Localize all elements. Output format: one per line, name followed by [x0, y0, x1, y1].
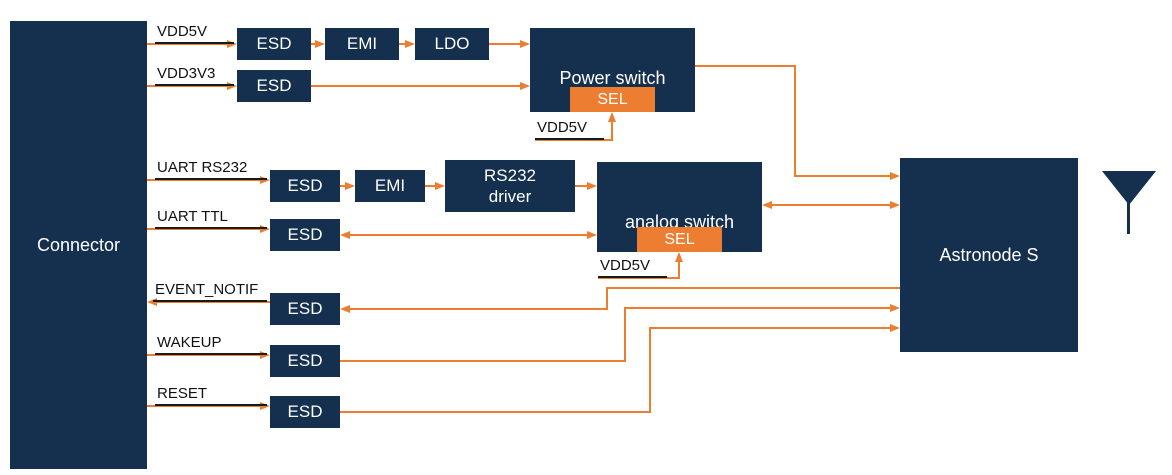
- connector-block: Connector: [10, 21, 147, 469]
- astronode-block: Astronode S: [900, 158, 1078, 352]
- connector-label: Connector: [36, 234, 121, 255]
- signal-label-wakeup: WAKEUP: [155, 334, 267, 355]
- analog-switch-block: analog switch SEL: [597, 162, 762, 252]
- esd-label: ESD: [287, 176, 323, 195]
- esd-block-reset: ESD: [270, 396, 340, 428]
- esd-block-uart-ttl: ESD: [270, 219, 340, 251]
- wire-esd-to-astronode-wakeup: [340, 304, 900, 362]
- esd-block-vdd3v3: ESD: [237, 70, 311, 102]
- sel-label: SEL: [597, 90, 628, 108]
- esd-label: ESD: [287, 402, 323, 421]
- signal-label-uart-ttl: UART TTL: [155, 208, 267, 229]
- ldo-label: LDO: [434, 34, 470, 53]
- analog-switch-label: analog switch: [624, 211, 735, 232]
- esd-label: ESD: [256, 76, 292, 95]
- signal-label-event-notif: EVENT_NOTIF: [153, 281, 267, 302]
- emi-label: EMI: [374, 176, 406, 195]
- esd-block-uart-rs232: ESD: [270, 170, 340, 202]
- rs232-driver-label-line1: RS232: [484, 165, 536, 185]
- esd-block-event-notif: ESD: [270, 293, 340, 325]
- signal-label-reset: RESET: [155, 385, 267, 406]
- emi-block-uart: EMI: [355, 170, 425, 202]
- wire-esd-to-astronode-reset: [340, 324, 900, 413]
- signal-label-vdd5v-analog-sel: VDD5V: [598, 257, 667, 278]
- wire-astronode-to-esd-event-notif: [340, 287, 900, 313]
- esd-label: ESD: [287, 351, 323, 370]
- signal-label-uart-rs232: UART RS232: [155, 159, 267, 180]
- ldo-block: LDO: [415, 28, 489, 60]
- signal-label-vdd5v-power-sel: VDD5V: [535, 119, 604, 140]
- emi-block-vdd5v: EMI: [325, 28, 399, 60]
- esd-block-vdd5v: ESD: [237, 28, 311, 60]
- power-switch-label: Power switch: [559, 67, 666, 88]
- signal-label-vdd3v3: VDD3V3: [155, 65, 234, 86]
- rs232-driver-label-line2: driver: [488, 187, 532, 206]
- wire-power-switch-to-astronode: [695, 65, 900, 180]
- sel-label: SEL: [664, 230, 695, 248]
- antenna-stem: [1127, 200, 1130, 234]
- signal-label-vdd5v: VDD5V: [155, 23, 234, 44]
- esd-label: ESD: [287, 299, 323, 318]
- esd-label: ESD: [256, 34, 292, 53]
- power-switch-block: Power switch SEL: [530, 28, 695, 112]
- power-switch-sel-box: SEL: [570, 87, 655, 112]
- astronode-label: Astronode S: [939, 244, 1039, 265]
- rs232-driver-block: RS232 driver: [445, 160, 575, 212]
- antenna-triangle: [1102, 171, 1156, 205]
- emi-label: EMI: [346, 34, 378, 53]
- analog-switch-sel-box: SEL: [637, 227, 722, 252]
- esd-block-wakeup: ESD: [270, 345, 340, 377]
- esd-label: ESD: [287, 225, 323, 244]
